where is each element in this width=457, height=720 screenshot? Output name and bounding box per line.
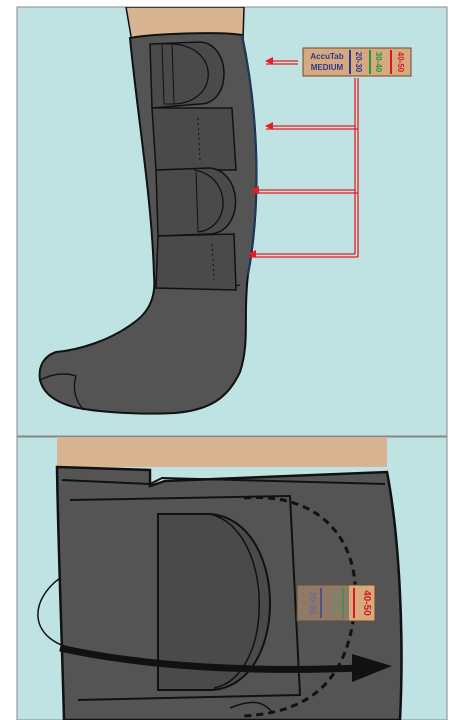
closeup-range-2: 30-40 bbox=[331, 591, 341, 614]
closeup-range-1: 20-30 bbox=[308, 591, 318, 614]
range-label-1: 20-30 bbox=[354, 52, 363, 73]
closeup-range-3: 40-50 bbox=[361, 590, 372, 616]
top-panel: AccuTab MEDIUM 20-30 30-40 40-50 bbox=[17, 7, 447, 436]
strap-4 bbox=[156, 234, 236, 290]
accutab-closeup: 20-30 30-40 40-50 bbox=[297, 585, 375, 621]
accutab-legend: AccuTab MEDIUM 20-30 30-40 40-50 bbox=[303, 48, 411, 76]
accutab-size: MEDIUM bbox=[311, 63, 344, 72]
bottom-panel: 20-30 30-40 40-50 bbox=[17, 437, 447, 720]
range-label-3: 40-50 bbox=[396, 52, 405, 73]
strap-2 bbox=[152, 108, 236, 170]
strap-1 bbox=[150, 42, 224, 108]
leg-skin-closeup bbox=[57, 437, 387, 467]
accutab-title: AccuTab bbox=[310, 52, 343, 61]
range-label-2: 30-40 bbox=[374, 52, 383, 73]
